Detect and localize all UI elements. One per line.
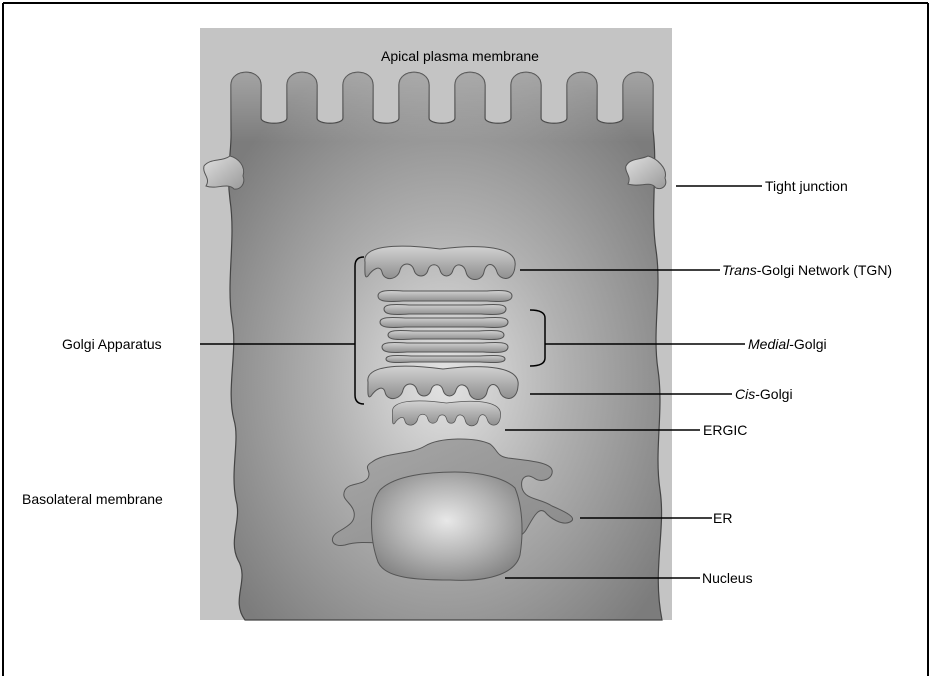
- basolateral-membrane-label: Basolateral membrane: [22, 491, 163, 507]
- medial-cisterna: [386, 355, 505, 362]
- tgn-label-rest: -Golgi Network (TGN): [757, 262, 892, 278]
- nucleus-label: Nucleus: [702, 570, 753, 586]
- cis-golgi-label-italic: Cis: [735, 386, 755, 402]
- er-label: ER: [713, 510, 732, 526]
- medial-cisterna: [380, 317, 508, 327]
- medial-golgi-label-italic: Medial: [748, 336, 790, 352]
- medial-cisterna: [384, 304, 506, 314]
- medial-cisterna: [388, 330, 504, 339]
- medial-golgi-cisternae: [378, 291, 512, 363]
- medial-golgi-label-rest: -Golgi: [789, 336, 826, 352]
- apical-membrane-label: Apical plasma membrane: [381, 48, 539, 64]
- ergic-label: ERGIC: [703, 422, 747, 438]
- medial-golgi-label: Medial-Golgi: [748, 336, 827, 352]
- medial-cisterna: [382, 342, 508, 352]
- medial-cisterna: [378, 291, 512, 302]
- tgn-label: Trans-Golgi Network (TGN): [722, 262, 892, 278]
- nucleus: [372, 472, 523, 580]
- golgi-apparatus-label: Golgi Apparatus: [62, 336, 162, 352]
- tgn-label-italic: Trans: [722, 262, 757, 278]
- cis-golgi-label-rest: -Golgi: [755, 386, 792, 402]
- cis-golgi-label: Cis-Golgi: [735, 386, 793, 402]
- tight-junction-label: Tight junction: [765, 178, 848, 194]
